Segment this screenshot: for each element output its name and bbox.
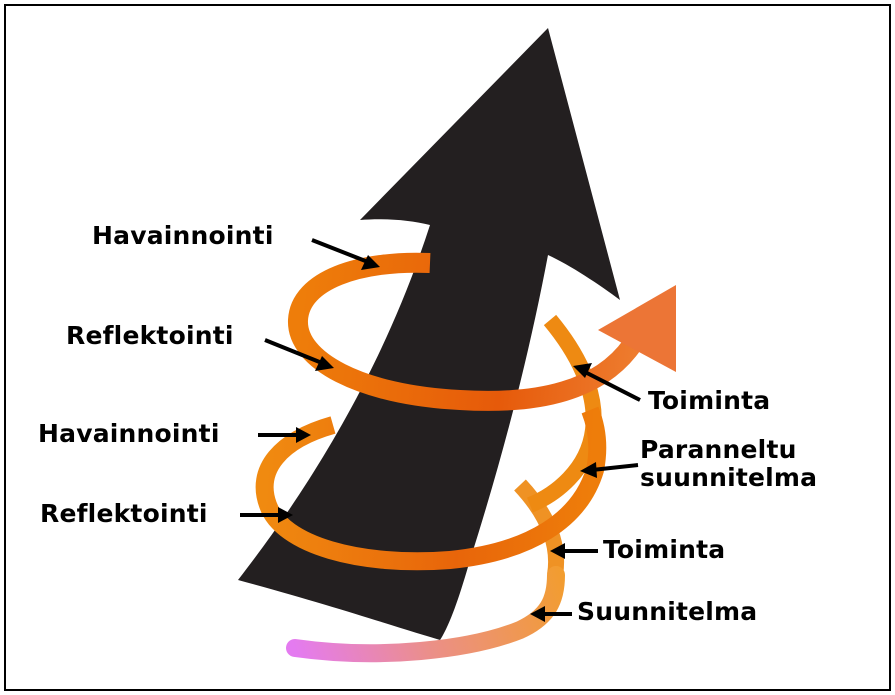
pointer-havainnointi-1 [312, 240, 368, 262]
label-havainnointi-bottom: Havainnointi [38, 420, 220, 448]
label-suunnitelma: Suunnitelma [577, 598, 757, 626]
label-reflektointi-top: Reflektointi [66, 322, 234, 350]
label-toiminta-top: Toiminta [648, 387, 770, 415]
label-havainnointi-top: Havainnointi [92, 222, 274, 250]
label-paranneltu-line1: Paranneltu [640, 436, 797, 464]
label-paranneltu-line2: suunnitelma [640, 464, 817, 492]
label-reflektointi-bottom: Reflektointi [40, 500, 208, 528]
label-toiminta-bottom: Toiminta [603, 536, 725, 564]
